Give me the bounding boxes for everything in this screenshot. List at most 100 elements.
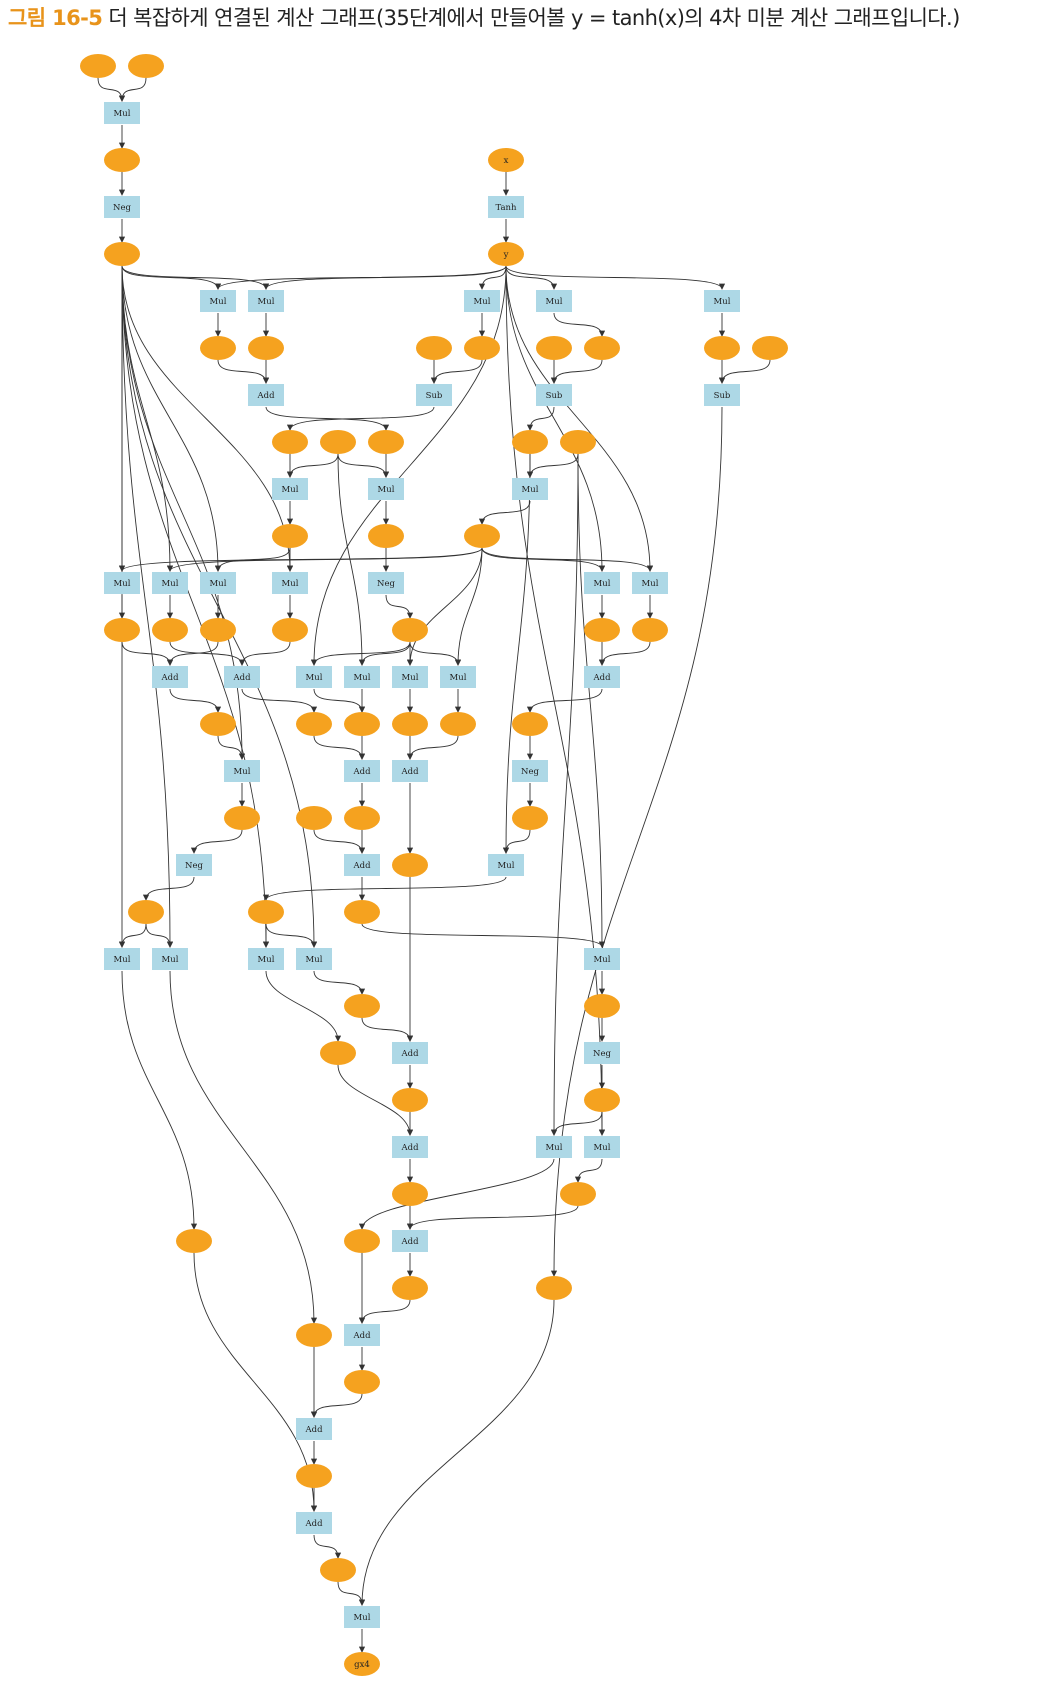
- variable-node-shape: [584, 1088, 620, 1112]
- variable-node: [272, 618, 308, 642]
- variable-node-shape: [584, 618, 620, 642]
- variable-node: [368, 524, 404, 548]
- graph-edge: [286, 453, 339, 478]
- node-label: Mul: [114, 955, 131, 965]
- variable-node-shape: [344, 712, 380, 736]
- node-label: Add: [400, 1049, 419, 1059]
- graph-edge: [121, 265, 174, 948]
- node-label: Mul: [594, 1143, 611, 1153]
- node-label: Mul: [162, 955, 179, 965]
- function-node-shape: [104, 102, 140, 124]
- graph-edge: [193, 1252, 318, 1512]
- variable-node: [464, 336, 500, 360]
- variable-node: [128, 54, 164, 78]
- variable-node-shape: [320, 1558, 356, 1582]
- function-node-shape: [536, 290, 572, 312]
- variable-node: [320, 1558, 356, 1582]
- function-node: Mul: [392, 666, 428, 688]
- variable-node: [104, 148, 140, 172]
- node-label: Tanh: [495, 203, 517, 213]
- node-label: Mul: [642, 579, 659, 589]
- graph-edge: [550, 1111, 603, 1136]
- function-node-shape: [704, 384, 740, 406]
- graph-edge: [505, 265, 654, 572]
- function-node: Mul: [152, 572, 188, 594]
- function-node-shape: [632, 572, 668, 594]
- node-label: Mul: [594, 955, 611, 965]
- node-label: Mul: [306, 673, 323, 683]
- node-label: Mul: [282, 485, 299, 495]
- variable-node-shape: [584, 336, 620, 360]
- function-node: Sub: [536, 384, 572, 406]
- variable-node: gx4: [344, 1652, 380, 1676]
- variable-node: y: [488, 242, 524, 266]
- graph-edge: [313, 829, 366, 854]
- variable-node-shape: [368, 524, 404, 548]
- function-node-shape: [152, 572, 188, 594]
- figure-caption-text: 더 복잡하게 연결된 계산 그래프(35단계에서 만들어볼 y = tanh(x…: [108, 6, 960, 30]
- graph-edge: [121, 265, 222, 290]
- variable-node: [368, 430, 404, 454]
- variable-node-shape: [512, 430, 548, 454]
- graph-edge: [118, 923, 147, 948]
- function-node: Neg: [368, 572, 404, 594]
- graph-edge: [574, 1158, 603, 1183]
- node-label: Neg: [113, 203, 131, 213]
- function-node-shape: [344, 1606, 380, 1628]
- variable-node: [584, 618, 620, 642]
- node-label: Sub: [546, 391, 563, 401]
- figure-number: 그림 16-5: [8, 6, 103, 30]
- node-label: Mul: [282, 579, 299, 589]
- function-node-shape: [344, 666, 380, 688]
- variable-node: [392, 712, 428, 736]
- function-node: Mul: [224, 760, 260, 782]
- function-node: Sub: [416, 384, 452, 406]
- function-node: Tanh: [488, 196, 524, 218]
- graph-edge: [214, 547, 291, 572]
- node-label: Mul: [354, 673, 371, 683]
- variable-node: [392, 853, 428, 877]
- graph-edge: [550, 406, 723, 1277]
- graph-edge: [526, 688, 603, 713]
- graph-edge: [121, 265, 294, 572]
- function-node: Mul: [704, 290, 740, 312]
- graph-edge: [118, 77, 147, 102]
- variable-node-shape: [128, 900, 164, 924]
- variable-node: [200, 336, 236, 360]
- node-label: y: [503, 250, 509, 260]
- variable-node: [344, 806, 380, 830]
- function-node: Mul: [104, 948, 140, 970]
- node-label: Mul: [546, 1143, 563, 1153]
- function-node-shape: [296, 948, 332, 970]
- node-label: Sub: [426, 391, 443, 401]
- graph-edge: [313, 688, 366, 713]
- variable-node: [296, 712, 332, 736]
- variable-node: [392, 1182, 428, 1206]
- graph-edge: [121, 265, 318, 948]
- variable-node-shape: [200, 712, 236, 736]
- function-node-shape: [368, 478, 404, 500]
- function-node: Add: [344, 854, 380, 876]
- variable-node-shape: [104, 618, 140, 642]
- function-node: Neg: [512, 760, 548, 782]
- variable-node: [704, 336, 740, 360]
- variable-node: [344, 900, 380, 924]
- function-node: Add: [344, 760, 380, 782]
- graph-edge: [241, 688, 318, 713]
- function-node: Mul: [296, 666, 332, 688]
- node-label: Add: [400, 1237, 419, 1247]
- node-label: Mul: [162, 579, 179, 589]
- variable-node-shape: [488, 148, 524, 172]
- variable-node: [344, 1229, 380, 1253]
- graph-edge: [265, 406, 390, 431]
- variable-node: [200, 618, 236, 642]
- variable-node: [296, 806, 332, 830]
- function-node-shape: [392, 760, 428, 782]
- function-node: Mul: [584, 1136, 620, 1158]
- graph-edge: [505, 265, 558, 290]
- variable-node: [320, 1041, 356, 1065]
- variable-node-shape: [128, 54, 164, 78]
